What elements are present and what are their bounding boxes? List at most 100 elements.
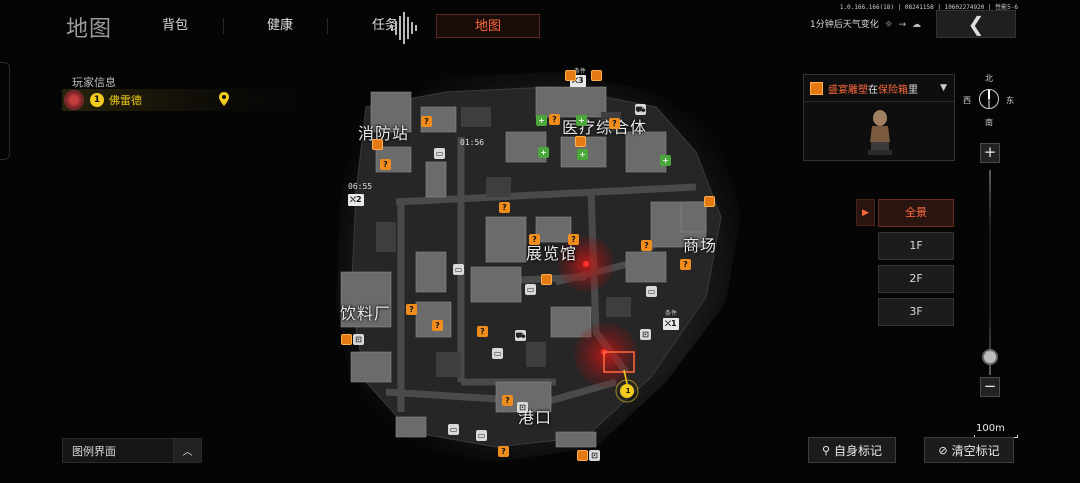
extract-timer: 06:55 (348, 182, 373, 191)
unknown-loot-icon[interactable]: ? (498, 446, 509, 457)
safe-icon[interactable] (704, 196, 715, 207)
shop-cart-icon[interactable]: ⛟ (515, 330, 526, 341)
area-label-medical-complex: 医疗综合体 (562, 118, 648, 137)
area-label-exhibition-hall: 展览馆 (526, 244, 578, 263)
safe-icon[interactable] (541, 274, 552, 285)
unknown-loot-icon[interactable]: ? (406, 304, 417, 315)
computer-icon[interactable]: ▭ (525, 284, 536, 295)
zoom-slider-track[interactable] (989, 170, 991, 375)
med-supply-icon[interactable]: + (577, 149, 588, 160)
version-info: 1.0.166.166(18) | 08241158 | 10602274920… (839, 4, 1018, 11)
unknown-loot-icon[interactable]: ? (568, 234, 579, 245)
safe-icon (810, 81, 823, 95)
quest-suffix: 里 (908, 84, 918, 96)
unknown-loot-icon[interactable]: ? (421, 116, 432, 127)
floor-button-2f[interactable]: 2F (878, 265, 954, 293)
unknown-loot-icon[interactable]: ? (502, 395, 513, 406)
floor-button-1f[interactable]: 1F (878, 232, 954, 260)
zoom-slider-handle[interactable] (982, 349, 998, 365)
player-marker[interactable]: 1 (625, 387, 631, 395)
top-bar: 地图 背包 健康 任务 地图 1.0.166.166(18) | 0824115… (0, 0, 1080, 44)
area-label-mall: 商场 (683, 236, 718, 255)
med-supply-icon[interactable]: + (536, 115, 547, 126)
arrow-right-icon: → (898, 20, 907, 30)
computer-icon[interactable]: ▭ (476, 430, 487, 441)
safe-icon[interactable] (372, 139, 383, 150)
shop-cart-icon[interactable]: ⛟ (635, 104, 646, 115)
chevron-left-icon: ❮ (967, 12, 985, 36)
tab-health[interactable]: 健康 (266, 18, 293, 33)
player-row[interactable]: 1 佛雷德 (62, 89, 302, 111)
self-mark-button[interactable]: ⚲ 自身标记 (808, 437, 896, 463)
locked-safe-icon[interactable]: ⊡ (589, 450, 600, 461)
floor-selector-arrow-icon: ▶ (856, 199, 875, 226)
cloud-icon: ☁ (911, 20, 921, 30)
unknown-loot-icon[interactable]: ? (609, 118, 620, 129)
quest-tracker-card[interactable]: 盛宴雕塑 在 保险箱 里 ▼ (803, 74, 955, 161)
med-supply-icon[interactable]: + (576, 115, 587, 126)
zoom-out-button[interactable]: − (980, 377, 1000, 397)
safe-icon[interactable] (577, 450, 588, 461)
floor-button-3f[interactable]: 3F (878, 298, 954, 326)
unknown-loot-icon[interactable]: ? (499, 202, 510, 213)
exit-marker-2[interactable]: ⛌2 (348, 194, 364, 206)
safe-icon[interactable] (565, 70, 576, 81)
computer-icon[interactable]: ▭ (646, 286, 657, 297)
locked-safe-icon[interactable]: ⊡ (640, 329, 651, 340)
unknown-loot-icon[interactable]: ? (641, 240, 652, 251)
tab-map[interactable]: 地图 (436, 14, 540, 38)
exit-marker-1[interactable]: ⛌1 (663, 318, 679, 330)
sun-icon: ☼ (884, 20, 893, 30)
unknown-loot-icon[interactable]: ? (380, 159, 391, 170)
compass-west: 西 (963, 96, 971, 105)
weather-text: 1分钟后天气变化 (810, 20, 879, 30)
computer-icon[interactable]: ▭ (434, 148, 445, 159)
exit-condition: 条件 (574, 68, 587, 75)
unknown-loot-icon[interactable]: ? (549, 114, 560, 125)
computer-icon[interactable]: ▭ (448, 424, 459, 435)
clear-marks-button[interactable]: ⊘ 清空标记 (924, 437, 1014, 463)
exit-number: 3 (577, 76, 584, 85)
legend-label: 图例界面 (72, 444, 116, 458)
zoom-in-button[interactable]: + (980, 143, 1000, 163)
player-number-badge: 1 (90, 93, 104, 107)
chevron-up-icon[interactable]: ︿ (173, 439, 201, 462)
safe-icon[interactable] (575, 136, 586, 147)
tab-divider (223, 18, 224, 34)
unknown-loot-icon[interactable]: ? (529, 234, 540, 245)
exit-number: 1 (670, 319, 677, 328)
med-supply-icon[interactable]: + (538, 147, 549, 158)
exit-number: 2 (355, 195, 362, 204)
sculpture-icon (868, 110, 892, 155)
chevron-down-icon[interactable]: ▼ (940, 83, 947, 93)
tab-backpack[interactable]: 背包 (161, 18, 188, 33)
locked-safe-icon[interactable]: ⊡ (353, 334, 364, 345)
med-supply-icon[interactable]: + (660, 155, 671, 166)
quest-header[interactable]: 盛宴雕塑 在 保险箱 里 ▼ (804, 75, 954, 102)
legend-panel-toggle[interactable]: 图例界面 ︿ (62, 438, 202, 463)
locked-safe-icon[interactable]: ⊡ (517, 402, 528, 413)
floor-button-overview[interactable]: 全景 (878, 199, 954, 227)
compass-needle-icon (988, 90, 990, 108)
tab-divider (327, 18, 328, 34)
quest-item-name: 盛宴雕塑 (828, 84, 868, 96)
extract-timer: 01:56 (460, 138, 485, 147)
voice-wave-icon (391, 12, 417, 44)
safe-icon[interactable] (341, 334, 352, 345)
location-pin-icon[interactable] (219, 92, 229, 106)
self-mark-label: 自身标记 (834, 443, 883, 458)
location-pin-icon: ⚲ (821, 443, 831, 457)
computer-icon[interactable]: ▭ (492, 348, 503, 359)
unknown-loot-icon[interactable]: ? (680, 259, 691, 270)
unknown-loot-icon[interactable]: ? (432, 320, 443, 331)
compass-north: 北 (985, 74, 993, 83)
computer-icon[interactable]: ▭ (453, 264, 464, 275)
map-canvas[interactable]: 消防站 医疗综合体 展览馆 商场 饮料厂 港口 01:56 06:55 条件 ⛌… (296, 52, 766, 477)
safe-icon[interactable] (591, 70, 602, 81)
back-button[interactable]: ❮ (936, 10, 1016, 38)
map-scale-label: 100m (976, 423, 1005, 434)
side-drawer-handle[interactable] (0, 62, 10, 160)
clear-marks-label: 清空标记 (951, 443, 1000, 458)
unknown-loot-icon[interactable]: ? (477, 326, 488, 337)
area-label-beverage-factory: 饮料厂 (340, 304, 392, 323)
